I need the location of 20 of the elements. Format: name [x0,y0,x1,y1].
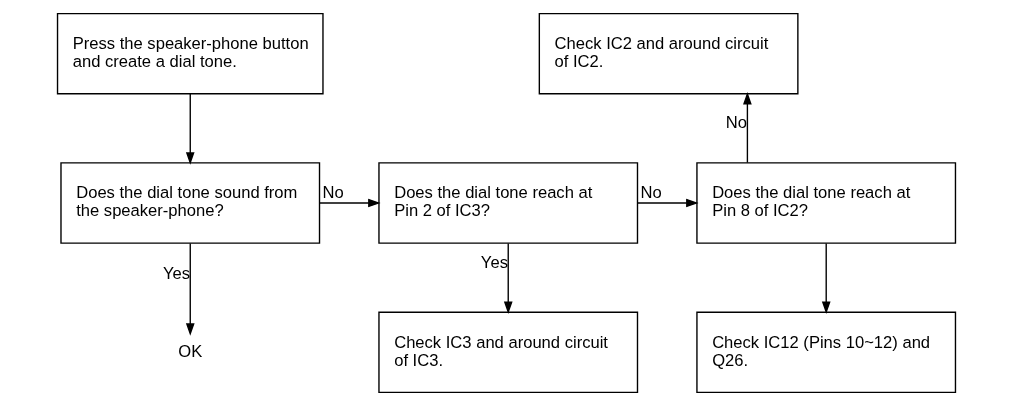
edge-label: Yes [480,253,508,273]
arrow [318,198,381,208]
arrow [185,242,195,336]
node-box: Does the dial tone reach at Pin 2 of IC3? [377,162,638,244]
node-text: OK [177,341,202,361]
edge-label: No [640,183,662,203]
arrow [503,242,513,314]
arrow [742,92,752,164]
node-box: Press the speaker-phone button and create a dial tone. [56,12,324,95]
edge-label: No [322,183,344,203]
node-box: Does the dial tone reach at Pin 8 of IC2? [695,162,956,244]
arrow [185,93,195,165]
edge-label: Yes [162,263,190,283]
node-box: Check IC3 and around circuit of IC3. [377,311,638,394]
node-box: Does the dial tone sound from the speaker-phone? [59,162,320,244]
edge-label: No [725,113,747,133]
arrow [636,198,699,208]
arrow [821,242,831,314]
node-box: Check IC2 and around circuit of IC2. [538,12,799,95]
node-box: Check IC12 (Pins 10~12) and Q26. [695,311,956,394]
